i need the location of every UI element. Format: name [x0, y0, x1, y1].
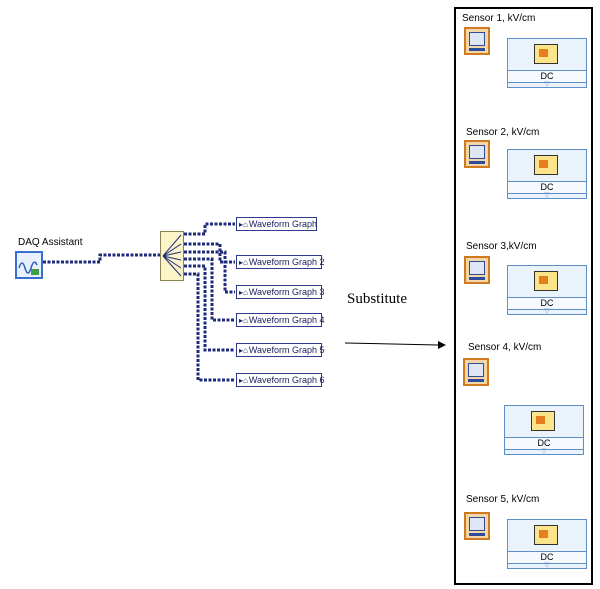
graph-wire-3 [184, 250, 235, 294]
graph-wire-4 [184, 257, 235, 322]
numeric-indicator-icon[interactable] [464, 140, 490, 168]
waveform-graph-terminal[interactable]: ▸⌂Waveform Graph 2 [236, 255, 325, 269]
graph-terminal-label: Waveform Graph 6 [248, 375, 325, 385]
filter-mode-label: DC [508, 551, 586, 564]
filter-icon [534, 155, 558, 175]
daq-assistant-icon[interactable] [15, 251, 43, 279]
numeric-indicator-icon[interactable] [464, 256, 490, 284]
numeric-indicator-icon[interactable] [464, 27, 490, 55]
expand-chevron-icon[interactable]: ▽ [544, 81, 550, 88]
filter-mode-label: DC [508, 181, 586, 194]
graph-wire-6 [184, 272, 235, 382]
graph-terminal-icon: ▸⌂ [239, 316, 248, 325]
filter-icon [534, 525, 558, 545]
sensor-title: Sensor 3,kV/cm [466, 241, 537, 252]
filter-mode-label: DC [508, 70, 586, 83]
filter-express-vi[interactable]: DC ▽ [507, 38, 587, 88]
filter-express-vi[interactable]: DC ▽ [507, 519, 587, 569]
substitute-arrow [344, 342, 439, 346]
graph-terminal-icon: ▸⌂ [239, 220, 248, 229]
filter-express-vi[interactable]: DC ▽ [507, 149, 587, 199]
waveform-graph-terminal[interactable]: ▸⌂Waveform Graph 5 [236, 343, 325, 357]
graph-terminal-icon: ▸⌂ [239, 346, 248, 355]
graph-terminal-label: Waveform Graph [248, 219, 318, 229]
expand-chevron-icon[interactable]: ▽ [544, 192, 550, 199]
graph-terminal-label: Waveform Graph 2 [248, 257, 325, 267]
filter-icon [531, 411, 555, 431]
graph-terminal-label: Waveform Graph 5 [248, 345, 325, 355]
graph-terminal-label: Waveform Graph 4 [248, 315, 325, 325]
filter-mode-label: DC [505, 437, 583, 450]
waveform-graph-terminal[interactable]: ▸⌂Waveform Graph 4 [236, 313, 325, 327]
filter-icon [534, 271, 558, 291]
graph-terminal-icon: ▸⌂ [239, 258, 248, 267]
waveform-graph-terminal[interactable]: ▸⌂Waveform Graph 6 [236, 373, 325, 387]
daq-wire [43, 253, 160, 264]
filter-icon [534, 44, 558, 64]
graph-terminal-icon: ▸⌂ [239, 288, 248, 297]
expand-chevron-icon[interactable]: ▽ [544, 308, 550, 315]
expand-chevron-icon[interactable]: ▽ [544, 562, 550, 569]
sensor-title: Sensor 4, kV/cm [468, 342, 542, 353]
expand-chevron-icon[interactable]: ▽ [541, 448, 547, 455]
filter-express-vi[interactable]: DC ▽ [507, 265, 587, 315]
filter-express-vi[interactable]: DC ▽ [504, 405, 584, 455]
split-signals-icon[interactable] [160, 231, 184, 281]
substitute-arrowhead [438, 341, 446, 349]
sensor-title: Sensor 1, kV/cm [462, 13, 536, 24]
numeric-indicator-icon[interactable] [464, 512, 490, 540]
daq-assistant-label: DAQ Assistant [18, 237, 83, 248]
filter-mode-label: DC [508, 297, 586, 310]
graph-terminal-icon: ▸⌂ [239, 376, 248, 385]
waveform-graph-terminal[interactable]: ▸⌂Waveform Graph [236, 217, 317, 231]
graph-terminal-label: Waveform Graph 3 [248, 287, 325, 297]
sensor-title: Sensor 2, kV/cm [466, 127, 540, 138]
substitute-label: Substitute [347, 291, 408, 307]
numeric-indicator-icon[interactable] [463, 358, 489, 386]
waveform-icon [18, 261, 39, 275]
split-fan-icon [162, 234, 182, 277]
sensor-title: Sensor 5, kV/cm [466, 494, 540, 505]
waveform-graph-terminal[interactable]: ▸⌂Waveform Graph 3 [236, 285, 325, 299]
graph-wire-1 [184, 222, 235, 236]
graph-wire-5 [184, 264, 235, 352]
